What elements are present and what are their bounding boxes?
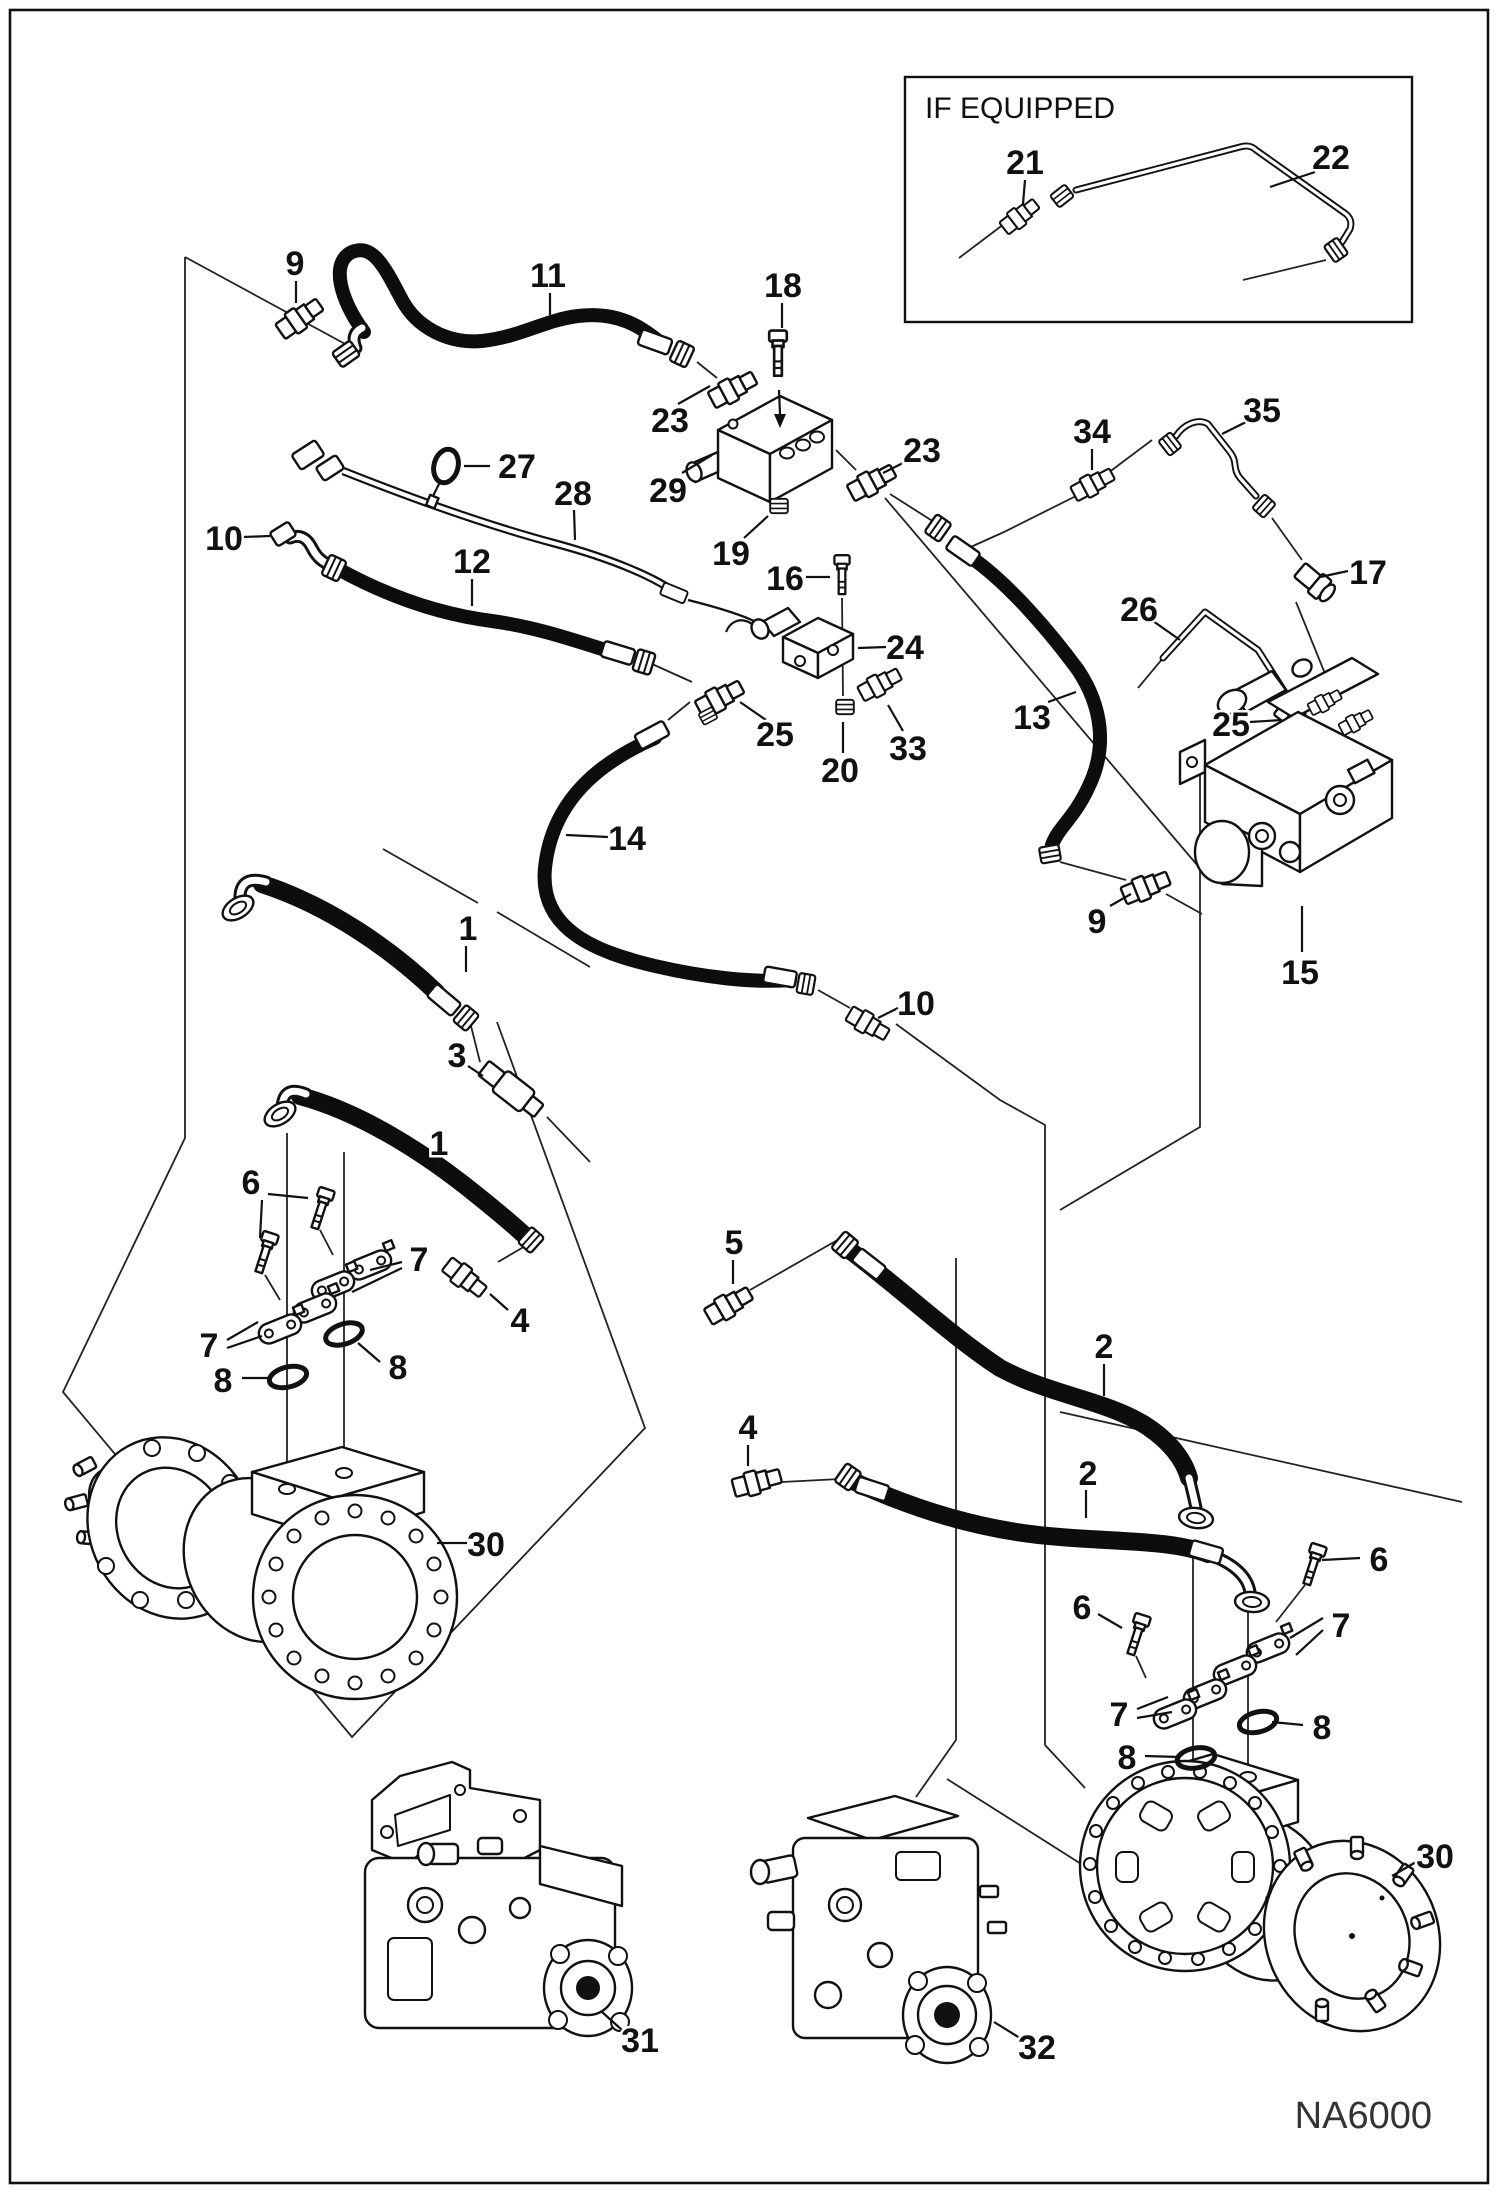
callout-14: 14 [608,820,646,858]
callout-1-lower: 1 [430,1125,449,1163]
callout-4-left: 4 [511,1302,530,1340]
hose-1-upper [253,875,445,1001]
callout-15: 15 [1281,954,1319,992]
callout-10-bottom: 10 [897,985,935,1023]
nut-20 [835,698,855,716]
callout-13: 13 [1013,699,1051,737]
callout-27: 27 [498,448,536,486]
callout-23-left: 23 [651,402,689,440]
callout-30-right: 30 [1416,1838,1454,1876]
callout-30-left: 30 [467,1526,505,1564]
pump-32 [749,1794,1008,2065]
callout-21: 21 [1006,144,1044,182]
callout-1-upper: 1 [459,910,478,948]
callout-8-right-b: 8 [1118,1739,1137,1777]
drive-motor-left [62,1436,459,1701]
callout-11: 11 [530,257,566,295]
hose-1-lower [291,1087,531,1242]
callout-24: 24 [886,629,924,667]
cable-tie-27 [424,446,461,510]
callout-26: 26 [1120,591,1158,629]
callout-7-right-upper: 7 [1332,1607,1351,1645]
callout-16: 16 [766,560,804,598]
pump-31 [363,1760,634,2038]
callout-2-upper: 2 [1095,1328,1114,1366]
callout-25-right: 25 [1212,706,1250,744]
callout-7-left-lower: 7 [200,1327,219,1365]
callout-25-tee: 25 [756,716,794,754]
leader-lines [226,281,1417,2039]
callout-labels: 9 11 21 22 18 23 29 27 28 10 12 16 19 24… [197,137,1456,2070]
callout-7-left-upper: 7 [410,1241,429,1279]
callout-31: 31 [621,2022,659,2060]
hose-11 [332,243,669,351]
hose-14 [537,731,797,988]
fitting-3 [477,1060,545,1118]
callout-20: 20 [821,752,859,790]
inset-title: IF EQUIPPED [925,92,1115,125]
callout-8-left-a: 8 [389,1349,408,1387]
inset-box: IF EQUIPPED [903,75,1414,324]
callout-4-mid: 4 [739,1409,758,1447]
fitting-17 [1293,562,1337,603]
callout-8-left-b: 8 [214,1362,233,1400]
callout-3: 3 [448,1037,467,1075]
callout-19: 19 [712,535,750,573]
callout-34: 34 [1073,413,1111,451]
callout-8-right-a: 8 [1313,1709,1332,1747]
figure-code: NA6000 [1295,2095,1432,2137]
callout-9-right: 9 [1088,903,1107,941]
callout-29: 29 [649,472,687,510]
tube-35 [1157,418,1277,520]
callout-35: 35 [1243,392,1281,430]
hose-2-upper [843,1243,1198,1487]
callout-6-right-top: 6 [1370,1541,1389,1579]
hoses [217,243,1271,1615]
callout-10-left: 10 [205,520,243,558]
callout-32: 32 [1018,2029,1056,2067]
nut-19 [769,497,789,515]
manifold-29 [685,394,834,504]
hose-12 [333,563,632,663]
callout-17: 17 [1349,554,1387,592]
callout-7-right-lower: 7 [1110,1696,1129,1734]
callout-23-right: 23 [903,432,941,470]
callout-22: 22 [1312,139,1350,177]
bolt-18-arrowhead [774,414,786,428]
callout-28: 28 [554,475,592,513]
callout-12: 12 [453,543,491,581]
callout-18: 18 [764,267,802,305]
callout-6-right-left: 6 [1073,1589,1092,1627]
callout-33: 33 [889,730,927,768]
bolt-18-arrow [777,389,782,415]
hose-13 [965,551,1108,852]
hose-2-lower [846,1473,1217,1563]
callout-2-lower: 2 [1079,1455,1098,1493]
valve-assembly-15 [1178,656,1394,888]
tube-22 [1072,142,1355,246]
drive-motor-right [1078,1752,1442,2033]
valve-24 [724,606,855,680]
callout-9-top-left: 9 [286,245,305,283]
callout-5: 5 [725,1224,744,1262]
callout-6-left: 6 [242,1164,261,1202]
wire-harness-28 [291,439,757,623]
